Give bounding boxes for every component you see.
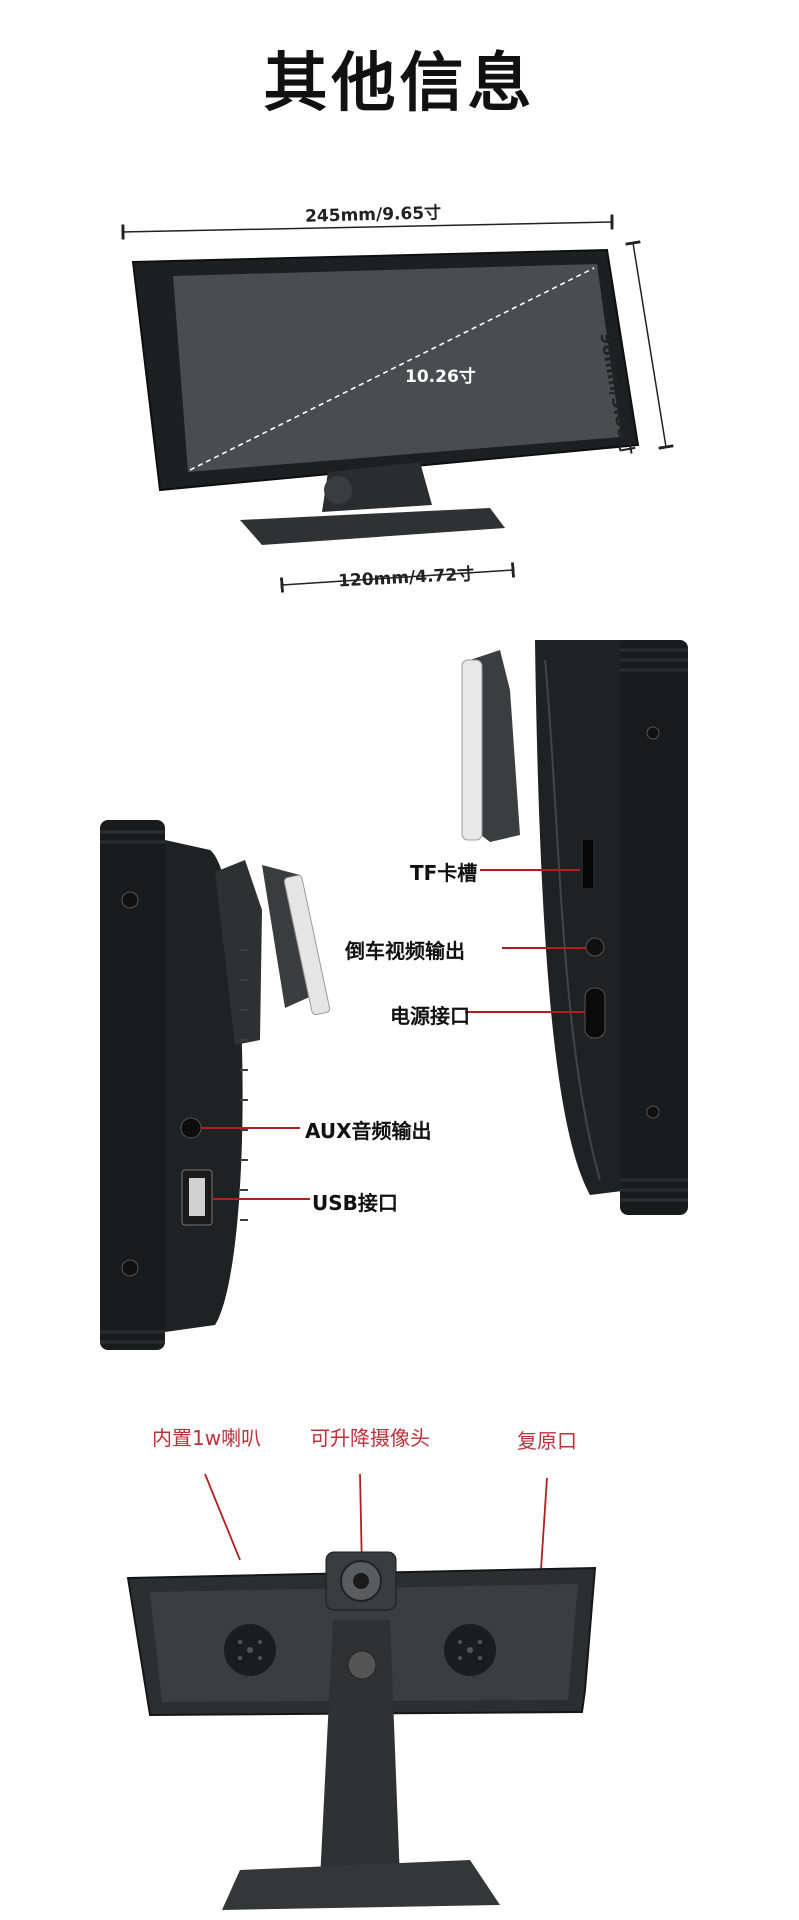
power-port-label: 电源接口 [390,1004,470,1028]
diagonal-line [189,267,595,471]
base-dimension-line [280,562,515,593]
width-dimension-line [121,214,614,240]
page-title: 其他信息 [263,47,536,121]
stand-base [240,508,505,545]
aux-output-label: AUX音频输出 [305,1119,432,1143]
diagonal-label: 10.26寸 [405,367,476,387]
tf-slot [583,840,593,888]
aux-jack [180,1117,202,1139]
usb-c-port [584,987,606,1039]
left-side-device [100,820,331,1350]
width-dimension-label: 245mm/9.65寸 [304,203,442,227]
speaker-label: 内置1w喇叭 [152,1426,262,1450]
reverse-video-jack [585,937,605,957]
height-dimension-line [625,240,674,450]
usb-port-label: USB接口 [312,1191,398,1215]
reverse-video-label: 倒车视频输出 [345,939,465,963]
back-stand-base [222,1860,500,1910]
device-screen [173,264,621,472]
stand-neck [322,462,432,512]
back-stand [320,1620,400,1880]
right-side-device [461,640,688,1215]
front-view-diagram [121,214,674,593]
tf-slot-label: TF卡槽 [410,861,478,885]
back-view-diagram [126,1473,597,1910]
reset-label: 复原口 [517,1429,577,1453]
camera-label: 可升降摄像头 [310,1426,430,1450]
side-view-diagram [100,640,688,1350]
stand-hinge [324,476,352,504]
